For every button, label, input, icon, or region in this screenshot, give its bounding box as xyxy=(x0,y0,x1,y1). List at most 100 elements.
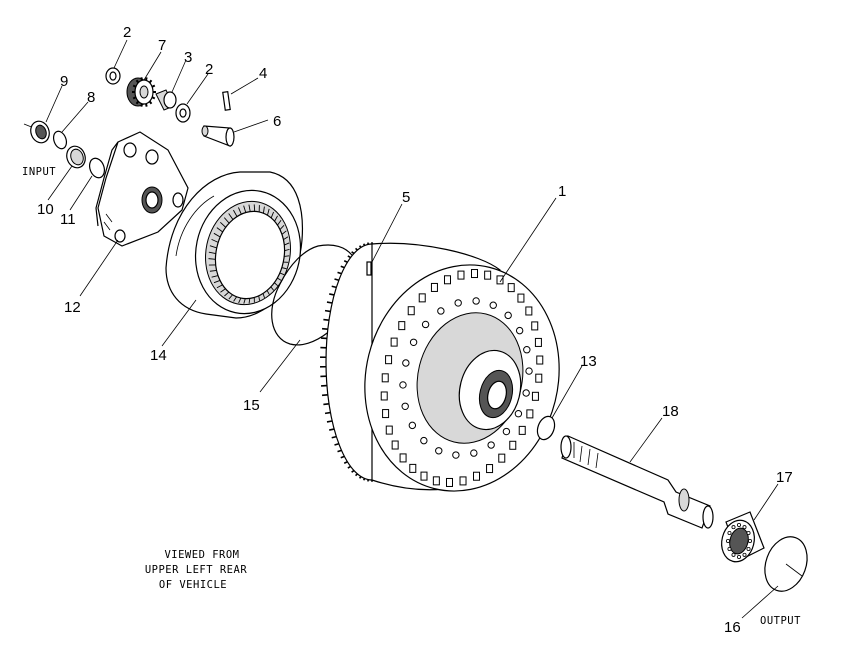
ring-gear-tooth xyxy=(216,284,223,289)
gear-tooth xyxy=(151,84,156,88)
hub-bolt xyxy=(531,391,539,401)
hub-inner-bolt xyxy=(514,410,523,418)
hub-inner-bolt xyxy=(487,441,495,449)
bearing-roller xyxy=(727,547,732,552)
ring-gear-tooth xyxy=(228,294,233,300)
hub-tooth xyxy=(358,476,362,479)
callout-2b: 2 xyxy=(205,61,213,78)
bearing-roller xyxy=(746,547,751,552)
ring-gear-tooth xyxy=(223,217,230,224)
hub-tooth xyxy=(326,420,333,423)
gear-tooth xyxy=(145,77,148,81)
hub-tooth xyxy=(347,255,352,259)
ring-gear-tooth xyxy=(224,291,230,297)
part-6-shaft xyxy=(201,125,235,147)
viewed-from-line3: OF VEHICLE xyxy=(159,579,227,591)
hub-inner-bolt xyxy=(420,436,428,445)
callout-3: 3 xyxy=(184,49,192,66)
hub-tooth xyxy=(358,245,362,248)
hub-bolt xyxy=(526,409,534,419)
hub-inner-bolt xyxy=(452,451,460,459)
callout-14: 14 xyxy=(150,347,167,364)
part-13-oring xyxy=(536,415,556,441)
bearing-roller xyxy=(737,555,742,560)
callout-6: 6 xyxy=(273,113,281,130)
ring-gear-tooth xyxy=(281,267,287,270)
hub-tooth xyxy=(329,428,335,431)
ring-gear-tooth xyxy=(258,295,261,301)
output-label: OUTPUT xyxy=(760,615,801,627)
hub-bolt xyxy=(418,293,426,303)
bearing-roller xyxy=(731,525,736,530)
hub-tooth xyxy=(324,309,331,313)
ring-gear-tooth xyxy=(284,248,290,252)
part-3-needle-bearing xyxy=(155,89,177,111)
hub-inner-bolt xyxy=(502,427,511,436)
hub-bolt xyxy=(457,270,465,280)
ring-gear-tooth xyxy=(216,227,224,233)
hub-tooth xyxy=(331,285,337,289)
ring-gear-tooth xyxy=(211,238,219,243)
callout-5: 5 xyxy=(402,189,410,206)
hub-tooth xyxy=(351,469,355,473)
hub-tooth xyxy=(321,327,328,330)
hub-inner-bolt xyxy=(489,301,497,309)
part-7-gear xyxy=(126,77,156,107)
hub-inner-bolt xyxy=(472,297,480,305)
callout-18: 18 xyxy=(662,403,679,420)
ring-gear-tooth xyxy=(233,296,237,302)
hub-tooth xyxy=(334,442,340,446)
ring-gear-tooth xyxy=(284,242,290,246)
ring-gear-tooth xyxy=(238,207,242,215)
hub-tooth xyxy=(329,293,335,296)
ring-gear-tooth xyxy=(253,204,256,212)
callout-8: 8 xyxy=(87,89,95,106)
hub-bolt xyxy=(399,453,407,463)
ring-gear-tooth xyxy=(243,298,246,304)
hub-inner-bolt xyxy=(504,311,512,320)
ring-gear-tooth xyxy=(267,208,270,216)
part-18-shaft xyxy=(560,435,714,529)
hub-bolt xyxy=(535,373,543,383)
hub-tooth xyxy=(340,265,345,269)
part-1-hub-assembly xyxy=(320,242,560,492)
hub-bolt xyxy=(517,293,525,303)
ring-gear-tooth xyxy=(279,224,285,230)
ring-gear-tooth xyxy=(243,205,247,213)
hub-tooth xyxy=(334,278,340,282)
bearing-roller xyxy=(742,525,747,530)
part-16-cover-disc xyxy=(764,536,808,592)
gear-tooth xyxy=(132,84,137,88)
ring-gear-tooth xyxy=(277,219,282,226)
hub-inner-bolt xyxy=(515,326,524,335)
ring-gear-tooth xyxy=(283,236,289,240)
callout-16: 16 xyxy=(724,619,741,636)
hub-tooth xyxy=(337,271,342,275)
ring-gear-tooth xyxy=(276,277,282,281)
hub-inner-bolt xyxy=(454,299,462,307)
hub-tooth xyxy=(326,301,333,304)
bearing-roller xyxy=(737,523,742,528)
callout-17: 17 xyxy=(776,469,793,486)
viewed-from-line1: VIEWED FROM xyxy=(164,549,239,561)
hub-bolt xyxy=(486,464,494,474)
ring-gear-tooth xyxy=(279,272,285,276)
ring-gear-tooth xyxy=(208,251,216,255)
leader-lines xyxy=(45,39,779,619)
bearing-roller xyxy=(727,531,732,536)
ring-gear-tooth xyxy=(228,213,234,220)
callout-15: 15 xyxy=(243,397,260,414)
hub-inner-bolt xyxy=(402,359,410,367)
hub-bolt xyxy=(496,275,504,285)
bearing-roller xyxy=(726,539,731,544)
hub-tooth xyxy=(331,435,337,439)
part-2-washer-left xyxy=(105,67,121,85)
callout-4: 4 xyxy=(259,65,267,82)
part-2-washer-right xyxy=(175,103,191,123)
ring-gear-tooth xyxy=(238,297,242,304)
hub-bolt xyxy=(498,453,506,463)
ring-gear-tooth xyxy=(248,204,251,212)
hub-inner-bolt xyxy=(401,402,409,410)
gear-tooth xyxy=(135,79,140,84)
